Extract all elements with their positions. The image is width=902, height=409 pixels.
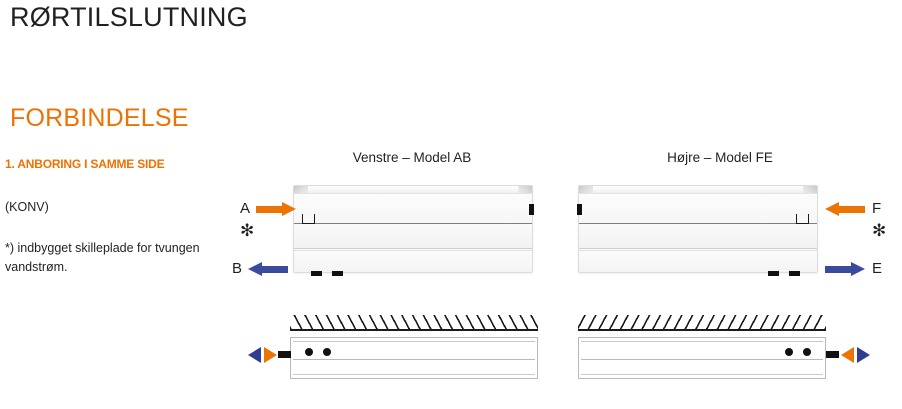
page-title: RØRTILSLUTNING <box>10 2 248 32</box>
plan-flow-triangle-orange-icon <box>264 347 277 363</box>
bottom-pipe-stub-icon <box>789 271 800 276</box>
section-title: FORBINDELSE <box>10 104 189 132</box>
plan-view-right <box>560 315 890 400</box>
diagram-hojre-model-fe: Højre – Model FE F ✻ E <box>560 150 890 400</box>
lid-corner-left-icon <box>579 186 593 193</box>
plan-flow-triangle-orange-icon <box>841 347 854 363</box>
convector-front-view-left <box>293 185 534 276</box>
divider-plate-bracket-icon <box>796 214 809 224</box>
flow-arrow-b-icon <box>248 262 288 276</box>
flow-arrow-f-icon <box>825 202 865 216</box>
flow-arrow-a-icon <box>256 202 296 216</box>
panel-seam-upper <box>294 223 532 224</box>
lid-corner-left-icon <box>294 186 308 193</box>
hatch-pattern <box>578 315 826 330</box>
arrow-head <box>825 202 839 216</box>
plan-inner-line <box>293 374 535 375</box>
plan-inner-line <box>293 341 535 342</box>
panel-seam-upper <box>579 223 817 224</box>
arrow-shaft <box>256 206 283 213</box>
wall-line <box>290 329 538 331</box>
panel-seam-lower-a <box>579 248 817 249</box>
plan-pipe-connector-right <box>826 351 839 358</box>
arrow-label-f: F <box>872 200 882 217</box>
lid-corner-right-icon <box>518 186 532 193</box>
left-text-column: 1. ANBORING I SAMME SIDE (KONV) *) indby… <box>5 157 230 277</box>
lid-corner-right-icon <box>803 186 817 193</box>
side-pipe-stub-icon <box>529 204 534 215</box>
plan-connection-dot <box>305 348 313 356</box>
plan-connection-dot <box>785 348 793 356</box>
arrow-shaft <box>838 206 865 213</box>
arrow-head <box>248 262 262 276</box>
asterisk-marker-right: ✻ <box>872 221 887 240</box>
plan-connection-dot <box>323 348 331 356</box>
arrow-label-a: A <box>240 200 251 217</box>
side-pipe-stub-icon <box>577 204 582 215</box>
plan-inner-line <box>581 374 823 375</box>
plan-inner-line <box>581 359 823 360</box>
footnote-text: *) indbygget skilleplade for tvungen van… <box>5 241 200 274</box>
wall-hatching-left <box>290 315 538 331</box>
diagram-caption-left: Venstre – Model AB <box>352 150 472 165</box>
bottom-pipe-stub-icon <box>332 271 343 276</box>
panel-seam-lower-b <box>294 250 532 251</box>
plan-inner-line <box>581 341 823 342</box>
wall-line <box>578 329 826 331</box>
hatch-pattern <box>290 315 538 330</box>
diagram-venstre-model-ab: Venstre – Model AB A ✻ B <box>232 150 570 400</box>
plan-view-left <box>240 315 570 400</box>
plan-flow-triangle-blue-icon <box>248 347 261 363</box>
convector-top-lid <box>579 186 817 194</box>
bottom-pipe-stub-icon <box>768 271 779 276</box>
arrow-label-b: B <box>232 260 243 277</box>
subsection-title: 1. ANBORING I SAMME SIDE <box>5 157 165 171</box>
convector-top-lid <box>294 186 532 194</box>
panel-seam-lower-a <box>294 248 532 249</box>
divider-plate-bracket-icon <box>302 214 315 224</box>
asterisk-marker-left: ✻ <box>240 221 255 240</box>
arrow-head <box>282 202 296 216</box>
konv-note: (KONV) <box>5 200 49 214</box>
diagram-caption-right: Højre – Model FE <box>667 150 773 165</box>
flow-arrow-e-icon <box>825 262 865 276</box>
arrow-head <box>851 262 865 276</box>
plan-connection-dot <box>803 348 811 356</box>
wall-hatching-right <box>578 315 826 331</box>
arrow-label-e: E <box>872 260 883 277</box>
arrow-shaft <box>261 266 288 273</box>
convector-front-view-right <box>577 185 818 276</box>
plan-pipe-connector-left <box>278 351 291 358</box>
plan-inner-line <box>293 359 535 360</box>
convector-plan-body-right <box>578 337 826 379</box>
plan-flow-triangle-blue-icon <box>857 347 870 363</box>
panel-seam-lower-b <box>579 250 817 251</box>
convector-plan-body-left <box>290 337 538 379</box>
bottom-pipe-stub-icon <box>311 271 322 276</box>
arrow-shaft <box>825 266 852 273</box>
